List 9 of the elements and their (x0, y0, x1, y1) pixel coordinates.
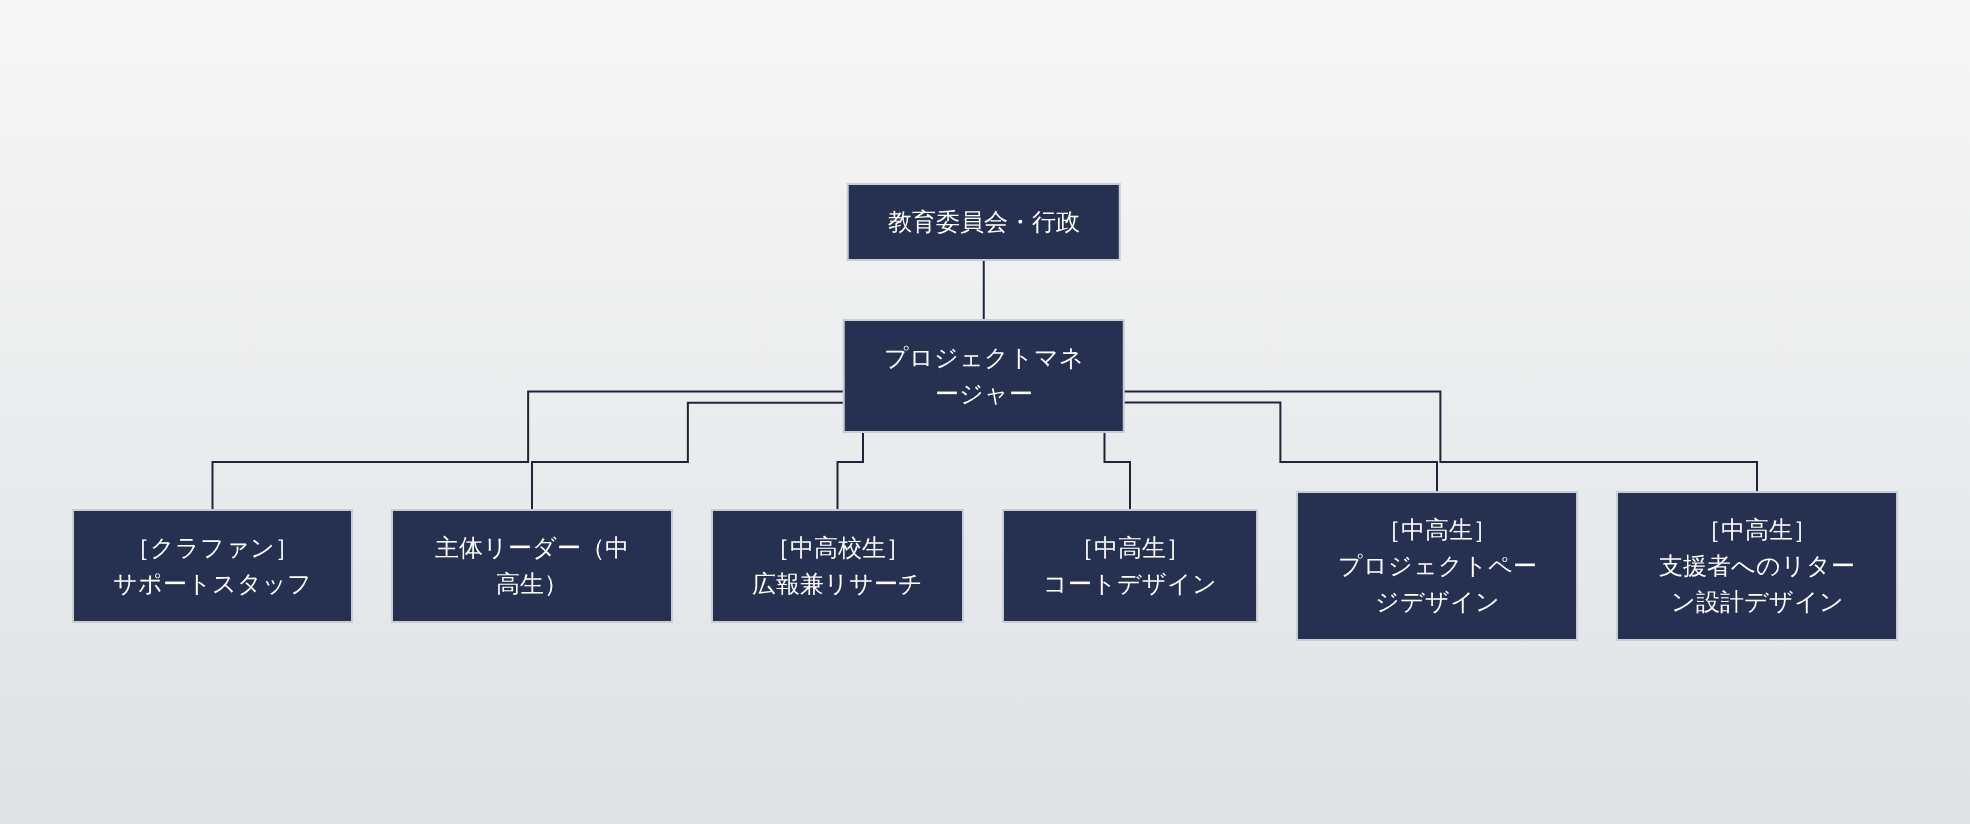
node-box: ［中高生］ コートデザイン (1002, 509, 1258, 623)
node-box: ［中高生］ 支援者へのリターン設計デザイン (1616, 491, 1898, 641)
node-box: ［中高生］ プロジェクトページデザイン (1296, 491, 1578, 641)
node-box: プロジェクトマネージャー (842, 319, 1125, 433)
node-box: ［クラファン］ サポートスタッフ (72, 509, 353, 623)
node-box: 教育委員会・行政 (846, 183, 1121, 261)
node-box: ［中高校生］ 広報兼リサーチ (711, 509, 964, 623)
node-box: 主体リーダー（中高生） (391, 509, 673, 623)
connector (982, 259, 985, 321)
